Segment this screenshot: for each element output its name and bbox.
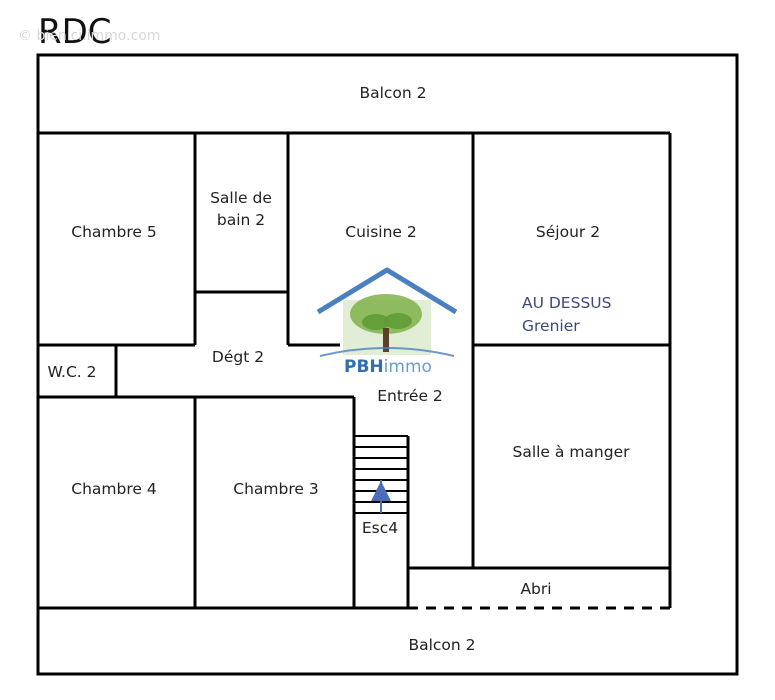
room-label-sejour: Séjour 2 [536,223,600,241]
note-grenier: Grenier [522,317,580,335]
room-label-chambre5: Chambre 5 [71,223,156,241]
svg-text:PBHimmo: PBHimmo [344,357,432,377]
room-label-salle-de-bain-line2: bain 2 [217,211,265,229]
watermark: © bienici.immo.com [18,28,160,44]
room-label-salle-de-bain-line1: Salle de [210,189,272,207]
room-label-salle-a-manger: Salle à manger [512,443,630,461]
room-label-escalier: Esc4 [362,519,398,537]
room-label-cuisine: Cuisine 2 [345,223,416,241]
room-label-entree: Entrée 2 [377,387,443,405]
pbhimmo-logo: PBHimmo [316,267,458,377]
room-label-chambre4: Chambre 4 [71,480,156,498]
room-label-chambre3: Chambre 3 [233,480,318,498]
walls [36,53,739,676]
room-label-wc: W.C. 2 [47,363,96,381]
room-label-balcon-top: Balcon 2 [359,84,426,102]
note-au-dessus: AU DESSUS [522,294,611,312]
logo-text-primary: PBH [344,357,384,377]
logo-text-secondary: immo [384,357,432,377]
room-label-abri: Abri [520,580,551,598]
room-label-degt: Dégt 2 [212,348,264,366]
stair-up-arrow-icon [371,481,391,501]
staircase [354,435,408,514]
room-label-balcon-bottom: Balcon 2 [408,636,475,654]
page-title: RDC [38,12,112,52]
house-roof-icon [316,267,458,315]
